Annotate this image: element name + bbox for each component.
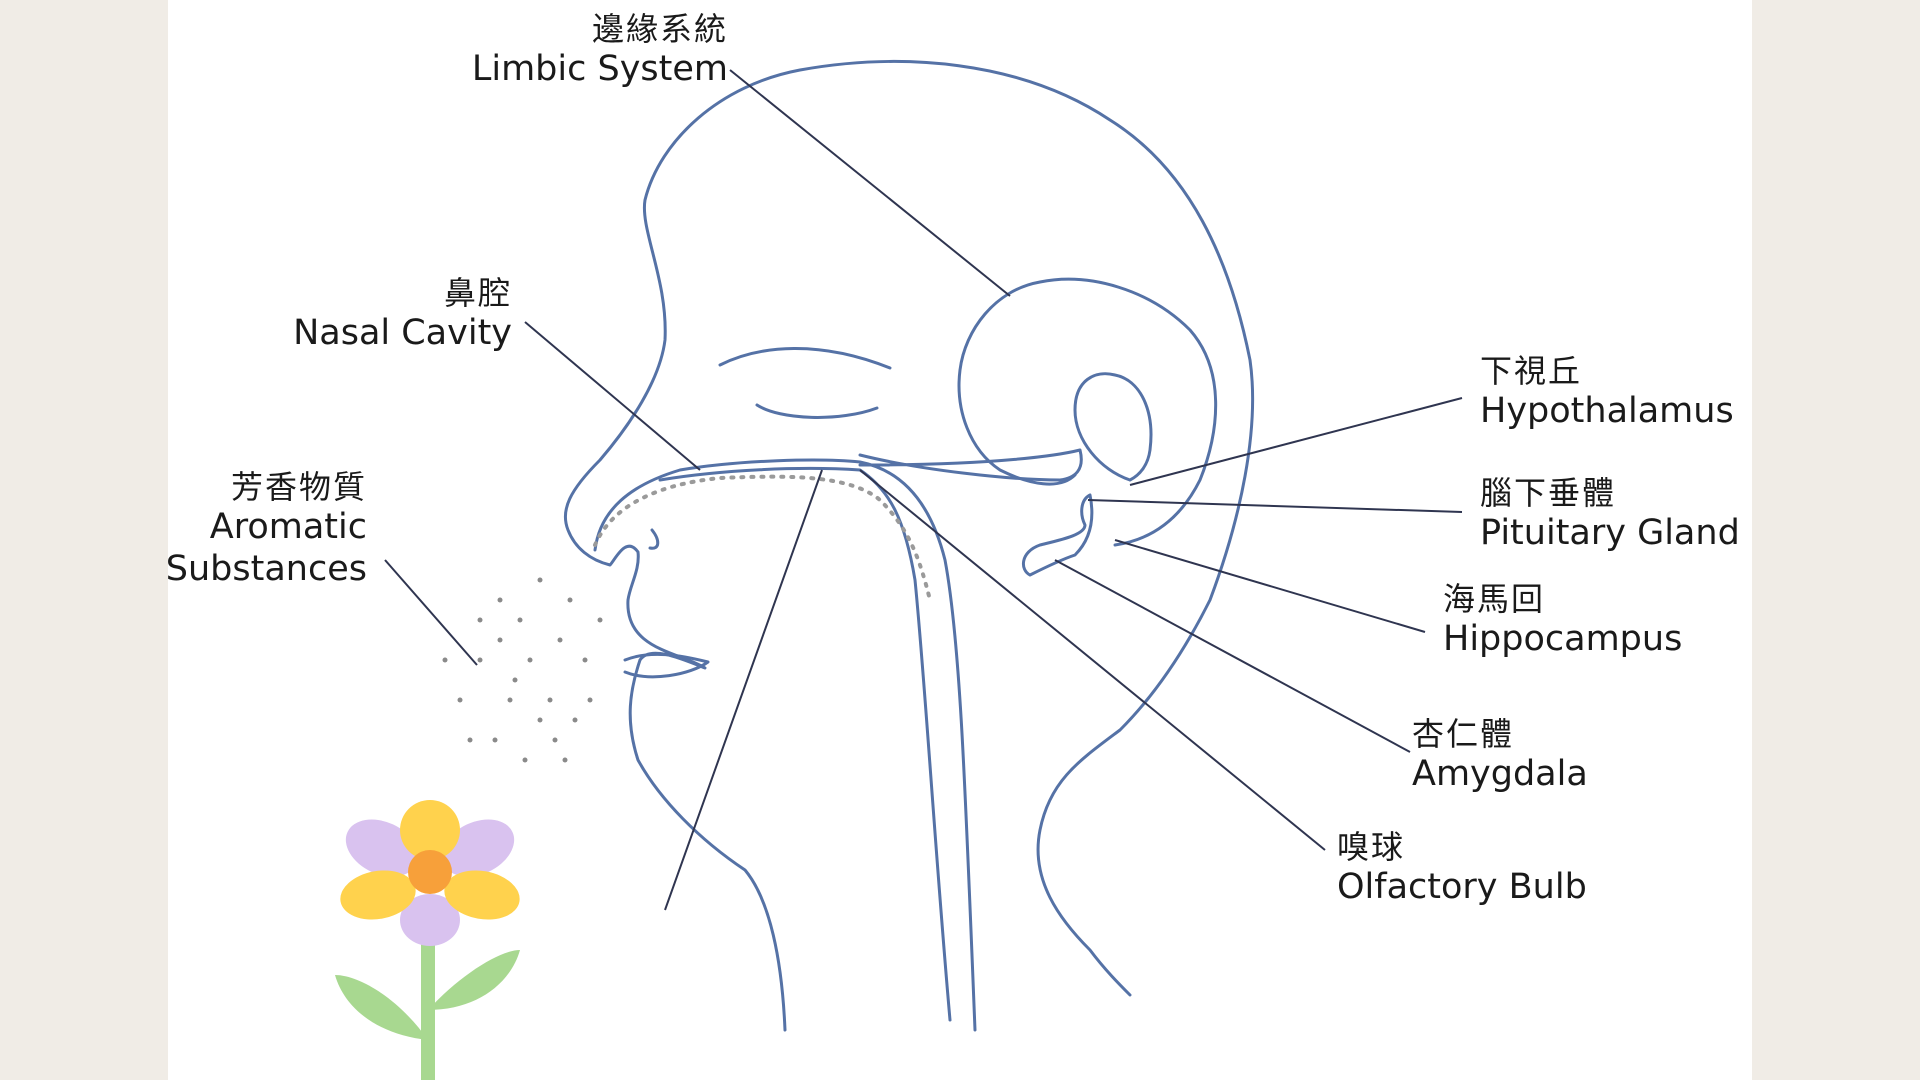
flower-icon: [335, 800, 520, 1080]
label-amygdala-en: Amygdala: [1412, 754, 1588, 795]
label-hypothalamus-en: Hypothalamus: [1480, 391, 1734, 432]
label-hippocampus-zh: 海馬回: [1443, 580, 1546, 618]
label-nasal-zh: 鼻腔: [443, 274, 512, 312]
pituitary-hook: [1021, 493, 1094, 577]
leader-limbic: [729, 69, 1011, 297]
label-olfactory-zh: 嗅球: [1337, 828, 1406, 866]
leader-aromatic: [384, 559, 478, 666]
label-limbic-zh: 邊緣系統: [591, 10, 728, 48]
hypothalamus-curl: [1073, 372, 1153, 482]
label-aromatic-en: Aromatic: [209, 507, 367, 548]
eye: [755, 403, 879, 419]
label-hypothalamus-zh: 下視丘: [1480, 352, 1583, 390]
aroma-particles: [442, 577, 603, 763]
label-olfactory-bulb: 嗅球 Olfactory Bulb: [1337, 828, 1587, 908]
mouth: [623, 652, 710, 679]
label-pituitary-zh: 腦下垂體: [1480, 474, 1617, 512]
label-nasal-cavity: 鼻腔 Nasal Cavity: [293, 274, 512, 354]
label-aromatic-en2: Substances: [165, 549, 367, 590]
olfactory-tract: [858, 448, 1083, 482]
air-flow-dots: [593, 474, 932, 602]
leader-hypothalamus: [1129, 397, 1463, 486]
label-amygdala-zh: 杏仁體: [1412, 715, 1515, 753]
leader-cavity: [664, 469, 823, 911]
label-aromatic-substances: 芳香物質 Aromatic Substances: [166, 468, 367, 590]
label-aromatic-zh: 芳香物質: [230, 468, 367, 506]
limbic-curl: [957, 277, 1218, 547]
label-hippocampus-en: Hippocampus: [1443, 619, 1683, 660]
leader-hippocampus: [1114, 539, 1426, 633]
label-pituitary-gland: 腦下垂體 Pituitary Gland: [1480, 474, 1740, 554]
leader-lines: [384, 69, 1463, 911]
label-olfactory-en: Olfactory Bulb: [1337, 867, 1587, 908]
label-hippocampus: 海馬回 Hippocampus: [1443, 580, 1682, 660]
face-profile: [563, 60, 1255, 1032]
leader-nasal: [524, 321, 701, 471]
label-hypothalamus: 下視丘 Hypothalamus: [1480, 352, 1734, 432]
label-pituitary-en: Pituitary Gland: [1480, 513, 1740, 554]
eyebrow: [718, 347, 892, 370]
nasal-passage-inner: [658, 466, 952, 1022]
head-outline: [563, 60, 1255, 1032]
label-limbic-system: 邊緣系統 Limbic System: [472, 10, 728, 90]
leader-olfactory: [859, 469, 1326, 851]
leader-amygdala: [1054, 559, 1411, 753]
label-nasal-en: Nasal Cavity: [293, 313, 512, 354]
nostril: [648, 528, 660, 550]
nasal-passage: [593, 458, 977, 1032]
label-limbic-en: Limbic System: [471, 49, 728, 90]
label-amygdala: 杏仁體 Amygdala: [1412, 715, 1588, 795]
leader-pituitary: [1087, 499, 1463, 513]
